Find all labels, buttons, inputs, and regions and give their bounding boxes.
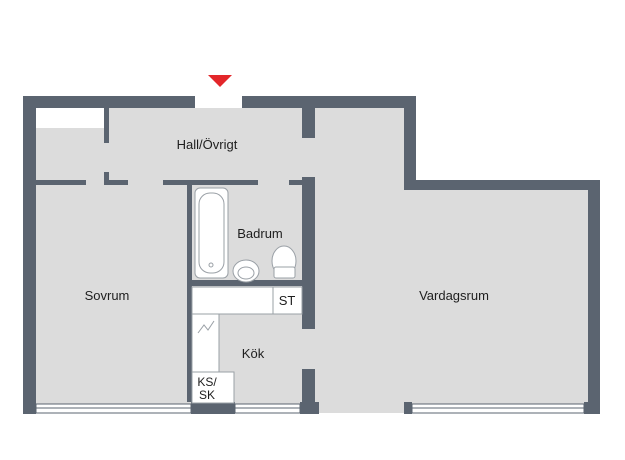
fridge-freezer bbox=[191, 371, 235, 404]
living-room-label: Vardagsrum bbox=[419, 288, 489, 303]
living-room-floor-east bbox=[404, 190, 588, 405]
living-wall-upper bbox=[302, 108, 315, 138]
wall-left bbox=[23, 96, 36, 414]
bath-wall-bottom bbox=[191, 280, 304, 286]
sink-basin bbox=[237, 266, 255, 280]
wall-bottom-d bbox=[404, 402, 412, 414]
closet-wall-right bbox=[104, 108, 109, 143]
hall-divider-b bbox=[104, 172, 109, 185]
wall-top-right bbox=[242, 96, 416, 108]
bedroom-floor bbox=[36, 183, 191, 405]
hall-label: Hall/Övrigt bbox=[177, 137, 238, 152]
wall-right-upper bbox=[404, 96, 416, 190]
bathroom-label: Badrum bbox=[237, 226, 283, 241]
storage-cabinet bbox=[191, 286, 303, 315]
window-living-west bbox=[319, 404, 404, 413]
kitchen-fixtures bbox=[191, 286, 303, 404]
wall-bottom-a bbox=[23, 404, 36, 414]
hall-divider-d bbox=[163, 180, 258, 185]
hall-divider-e bbox=[289, 180, 304, 185]
wall-step bbox=[404, 180, 600, 190]
living-room-floor bbox=[304, 108, 404, 405]
fridge-freezer-label-line2: SK bbox=[199, 388, 215, 402]
wall-bottom-b bbox=[191, 402, 235, 414]
bedroom-wall bbox=[187, 180, 192, 402]
kitchen-label: Kök bbox=[242, 346, 265, 361]
wall-right bbox=[588, 180, 600, 414]
closet bbox=[36, 108, 106, 128]
kitchen-counter bbox=[191, 313, 220, 373]
toilet-tank bbox=[273, 266, 296, 279]
bedroom-label: Sovrum bbox=[85, 288, 130, 303]
bathroom-fixtures bbox=[194, 187, 297, 283]
wall-bottom-e bbox=[584, 402, 600, 414]
living-wall-lower bbox=[302, 369, 315, 405]
hall-divider-a bbox=[36, 180, 86, 185]
bathtub-inner bbox=[198, 192, 225, 274]
stove-zigzag bbox=[197, 320, 215, 334]
walls bbox=[23, 96, 600, 414]
wall-top-left bbox=[23, 96, 195, 108]
entrance-arrow bbox=[208, 75, 232, 87]
hall-divider-c bbox=[104, 180, 128, 185]
storage-label: ST bbox=[279, 293, 296, 308]
living-wall-mid bbox=[302, 177, 315, 329]
bathtub-drain bbox=[208, 262, 214, 268]
fridge-freezer-label-line1: KS/ bbox=[197, 375, 217, 389]
